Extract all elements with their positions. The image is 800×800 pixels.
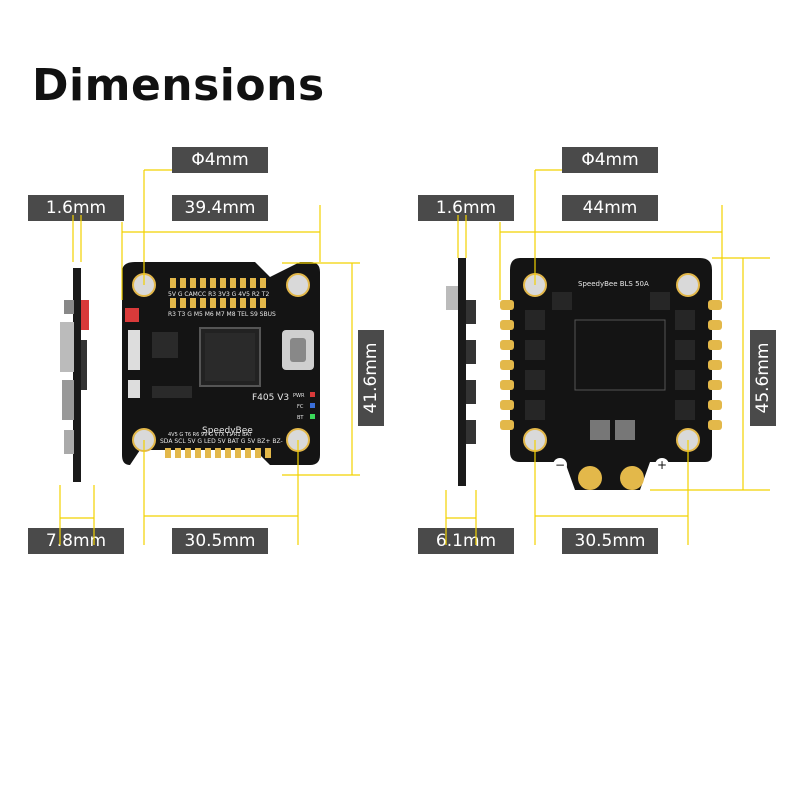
esc-mosfets [525,292,695,420]
esc-minus: − [555,458,565,472]
esc-motor-pads [500,300,722,430]
fc-side-height-label: 7.8mm [28,528,124,554]
fc-width-label: 39.4mm [172,195,268,221]
fc-side-view [60,268,89,482]
esc-height-label: 45.6mm [750,330,776,426]
fc-dimension-lines [59,169,360,545]
fc-bottom-pads [165,448,271,458]
esc-dimension-lines [445,169,770,545]
esc-thickness-label: 1.6mm [418,195,514,221]
fc-pins-top2: R3 T3 G M5 M6 M7 M8 TEL S9 SBUS [168,311,276,318]
fc-led-bt: BT [297,415,304,421]
esc-side-height-label: 6.1mm [418,528,514,554]
esc-brand: SpeedyBee BLS 50A [578,280,649,288]
fc-height-label: 41.6mm [358,330,384,426]
fc-led-pwr: PWR [293,393,305,399]
page-title: Dimensions [32,60,325,111]
fc-hole-spacing-label: 30.5mm [172,528,268,554]
esc-board: SpeedyBee BLS 50A − + [500,258,722,490]
fc-pins-top: 5V G CAMCC R3 3V3 G 4V5 R2 T2 [168,291,269,298]
fc-pins-bottom: SDA SCL 5V G LED 5V BAT G 5V BZ+ BZ- [160,438,283,445]
fc-model: F405 V3 [252,393,289,403]
esc-plus: + [657,458,667,472]
esc-width-label: 44mm [562,195,658,221]
fc-led-fc: FC [297,404,304,410]
fc-pins-bottom2: 4V5 G T6 R6 9V G VTX T1 R1 BAT [168,432,253,438]
fc-top-pads [170,278,266,308]
esc-side-view [446,258,476,486]
esc-hole-diameter-label: Φ4mm [562,147,658,173]
fc-brand: SpeedyBee [202,426,253,436]
fc-thickness-label: 1.6mm [28,195,124,221]
fc-board: 5V G CAMCC R3 3V3 G 4V5 R2 T2 R3 T3 G M5… [122,262,320,465]
esc-hole-spacing-label: 30.5mm [562,528,658,554]
fc-hole-diameter-label: Φ4mm [172,147,268,173]
